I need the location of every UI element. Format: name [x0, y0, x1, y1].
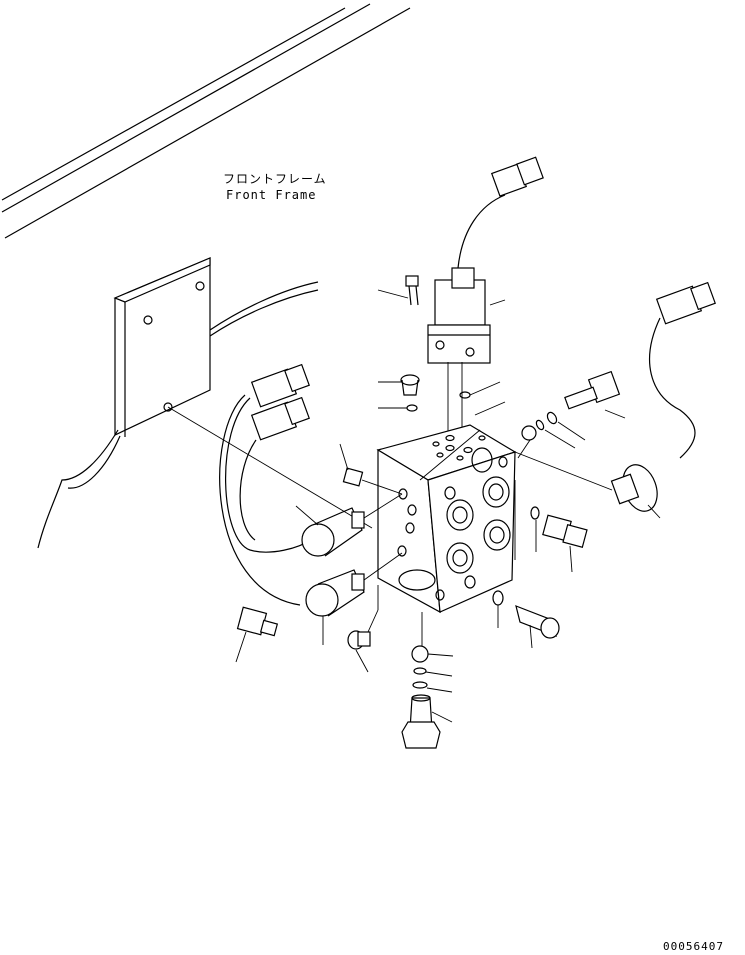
valve-block [376, 424, 517, 614]
bottom-components [401, 612, 454, 749]
left-solenoids [219, 363, 403, 673]
frame-label-english: Front Frame [226, 188, 317, 202]
frame-label-japanese: フロントフレーム [223, 172, 327, 186]
front-frame-outline [1, 3, 411, 239]
drawing-number: 00056407 [663, 940, 724, 953]
right-components [492, 281, 716, 649]
top-solenoid-assembly [377, 156, 544, 450]
controller-box [37, 257, 373, 549]
